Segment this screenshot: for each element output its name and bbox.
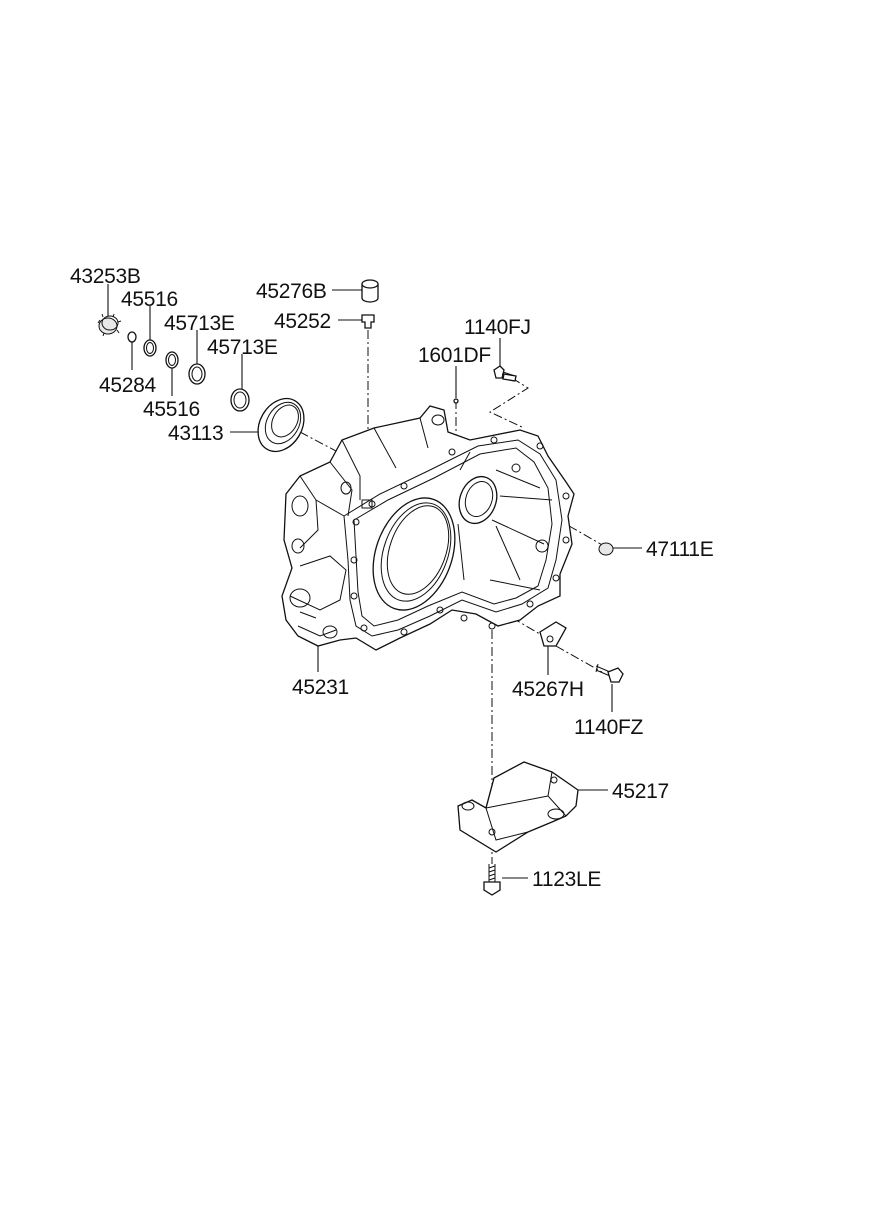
oring-45284: [127, 331, 137, 343]
mounting-bracket-45217: [457, 761, 579, 853]
label-45276B: 45276B: [256, 280, 327, 303]
label-47111E: 47111E: [646, 538, 714, 561]
transaxle-case-45231: [281, 405, 575, 651]
oil-seal-43113: [257, 397, 305, 453]
plate-45267H: [539, 621, 567, 647]
ring-45516-b: [165, 351, 179, 369]
pin-45252: [361, 314, 375, 329]
label-45516-top: 45516: [121, 288, 178, 311]
dowel-1601DF: [453, 398, 459, 404]
label-45516-bottom: 45516: [143, 398, 200, 421]
bolt-1140FZ: [595, 663, 624, 683]
bolt-1140FJ: [493, 365, 517, 382]
label-45217: 45217: [612, 780, 669, 803]
bolt-1123LE: [483, 864, 501, 896]
label-45231: 45231: [292, 676, 349, 699]
ring-45516-a: [143, 339, 157, 357]
label-45252: 45252: [274, 310, 331, 333]
label-45713E-top: 45713E: [164, 312, 235, 335]
part-labels: 43253B 45516 45713E 45713E 45284 45516 4…: [70, 265, 714, 891]
label-43113: 43113: [168, 422, 223, 445]
gear-part: [97, 313, 122, 337]
label-45284: 45284: [99, 374, 157, 397]
label-45713E-bottom: 45713E: [207, 336, 278, 359]
label-1601DF: 1601DF: [418, 344, 491, 367]
cap-45276B: [361, 279, 379, 303]
plug-47111E: [598, 542, 614, 556]
label-1140FJ: 1140FJ: [464, 316, 531, 339]
label-45267H: 45267H: [512, 678, 584, 701]
flange-bolt-holes: [350, 436, 570, 636]
label-1123LE: 1123LE: [532, 868, 601, 891]
leader-lines: [107, 284, 642, 879]
label-1140FZ: 1140FZ: [574, 716, 643, 739]
label-43253B: 43253B: [70, 265, 141, 288]
